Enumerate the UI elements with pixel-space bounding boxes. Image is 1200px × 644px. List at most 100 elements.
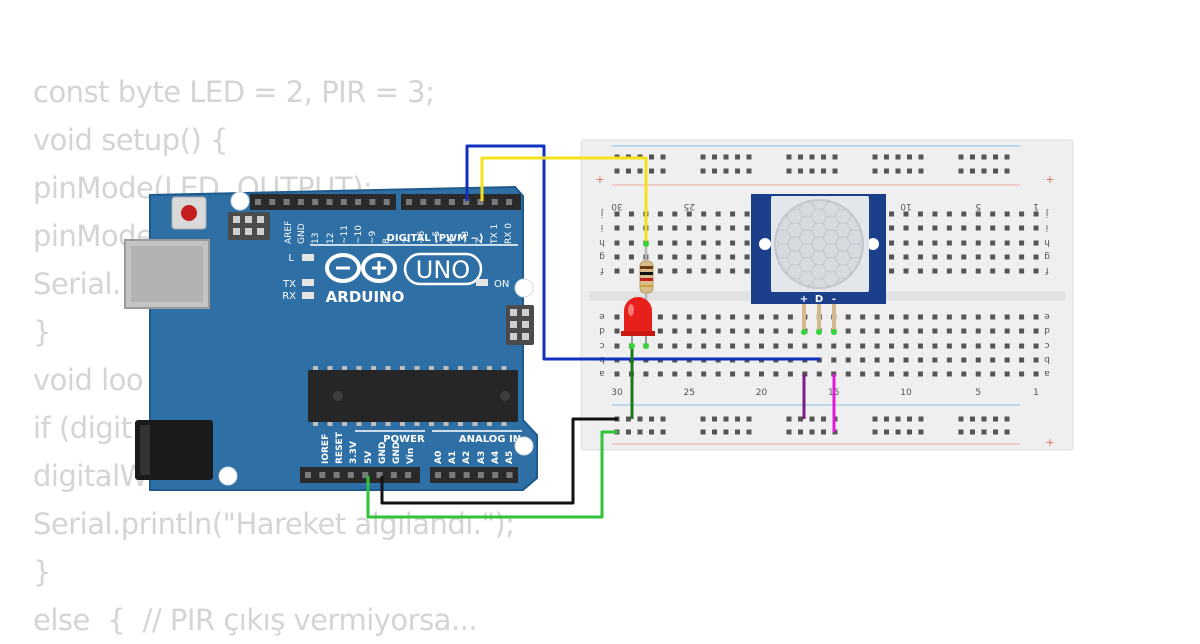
- led-highlight: [628, 304, 634, 316]
- chip-pin: [371, 366, 376, 370]
- breadboard-hole: [903, 343, 909, 349]
- breadboard-hole: [1004, 240, 1010, 246]
- breadboard-hole: [660, 168, 666, 174]
- breadboard-hole: [701, 314, 707, 320]
- breadboard-hole: [786, 154, 792, 160]
- breadboard-hole: [821, 416, 826, 422]
- breadboard-hole: [946, 225, 952, 231]
- row-letter: j: [601, 208, 605, 218]
- digital-pin-label: 4: [446, 238, 456, 244]
- black-wire: [380, 417, 618, 505]
- analog-pin-label: A3: [477, 451, 487, 464]
- breadboard-hole: [614, 314, 620, 320]
- column-number-top: 30: [611, 201, 623, 211]
- breadboard-hole: [961, 371, 967, 377]
- breadboard-hole: [918, 429, 924, 435]
- breadboard-hole: [730, 254, 736, 260]
- breadboard-hole: [917, 240, 923, 246]
- row-letter: f: [1045, 265, 1049, 275]
- breadboard-hole: [845, 314, 851, 320]
- breadboard-hole: [657, 314, 663, 320]
- breadboard-hole: [884, 168, 889, 174]
- chip-pin: [458, 366, 463, 370]
- breadboard-hole: [895, 154, 901, 160]
- breadboard-hole: [1019, 328, 1025, 334]
- row-letter: b: [1044, 354, 1050, 364]
- breadboard-hole: [730, 268, 736, 274]
- breadboard-hole: [990, 225, 996, 231]
- breadboard-hole: [773, 343, 779, 349]
- reset-button-cap[interactable]: [181, 205, 197, 221]
- breadboard-hole: [874, 343, 880, 349]
- breadboard-hole: [686, 240, 692, 246]
- rail-plus-label: +: [1046, 434, 1054, 450]
- breadboard-hole: [917, 314, 923, 320]
- pir-lens-cell: [834, 264, 852, 280]
- breadboard-hole: [701, 371, 707, 377]
- breadboard-hole: [961, 314, 967, 320]
- rail-plus-label: +: [596, 171, 604, 187]
- breadboard-hole: [1019, 314, 1025, 320]
- breadboard-hole: [809, 154, 815, 160]
- header-pin: [406, 199, 412, 205]
- breadboard-hole: [798, 154, 803, 160]
- breadboard-hole: [626, 168, 631, 174]
- breadboard-hole: [961, 343, 967, 349]
- row-letter: c: [1044, 340, 1049, 350]
- breadboard-hole: [961, 268, 967, 274]
- breadboard-hole: [715, 268, 721, 274]
- breadboard-hole: [798, 168, 803, 174]
- breadboard-hole: [860, 343, 866, 349]
- header-pin: [477, 472, 484, 478]
- breadboard-hole: [946, 357, 952, 363]
- icsp-pin: [245, 228, 252, 235]
- analog-header: [430, 467, 518, 483]
- breadboard-hole: [889, 254, 895, 260]
- breadboard-hole: [1019, 211, 1025, 217]
- breadboard-hole: [759, 371, 764, 377]
- header-pin: [362, 472, 369, 478]
- breadboard-hole: [686, 343, 692, 349]
- breadboard-hole: [746, 429, 752, 435]
- breadboard-hole: [660, 416, 666, 422]
- breadboard-hole: [712, 154, 717, 160]
- breadboard-hole: [993, 429, 998, 435]
- breadboard-hole: [872, 429, 878, 435]
- led-tx-indicator: [302, 279, 314, 286]
- chip-pins: [313, 366, 507, 426]
- breadboard-hole: [1004, 168, 1010, 174]
- breadboard-hole: [735, 168, 740, 174]
- row-letter: h: [1044, 237, 1050, 247]
- breadboard-hole: [730, 211, 736, 217]
- code-line: }: [33, 315, 51, 349]
- column-number-bottom: 30: [611, 388, 623, 398]
- breadboard-hole: [975, 314, 981, 320]
- column-number-bottom: 20: [756, 388, 768, 398]
- code-line: Serial.println("Hareket algılandı.");: [33, 507, 515, 541]
- breadboard-hole: [907, 154, 912, 160]
- breadboard-hole: [990, 314, 996, 320]
- breadboard-hole: [961, 357, 967, 363]
- breadboard-hole: [932, 211, 938, 217]
- breadboard-hole: [816, 371, 822, 377]
- breadboard-hole: [700, 416, 706, 422]
- breadboard-hole: [802, 343, 808, 349]
- chip-pin: [472, 422, 478, 426]
- row-letter: i: [601, 222, 604, 232]
- breadboard-hole: [889, 343, 895, 349]
- resistor-band: [640, 266, 653, 269]
- wires: [366, 144, 837, 519]
- column-number-bottom: 5: [975, 388, 981, 398]
- breadboard-hole: [889, 371, 895, 377]
- led-tx-label: TX: [282, 279, 296, 290]
- chip-pin: [356, 366, 362, 370]
- mounting-hole: [514, 278, 534, 298]
- header-pin: [463, 199, 470, 205]
- breadboard-hole: [614, 254, 620, 260]
- power-pin-label: GND: [392, 442, 402, 464]
- header-pin: [449, 472, 456, 478]
- breadboard-hole: [759, 328, 764, 334]
- digital-pin-label: ~10: [354, 225, 364, 244]
- breadboard-hole: [946, 211, 952, 217]
- header-pin: [269, 199, 276, 205]
